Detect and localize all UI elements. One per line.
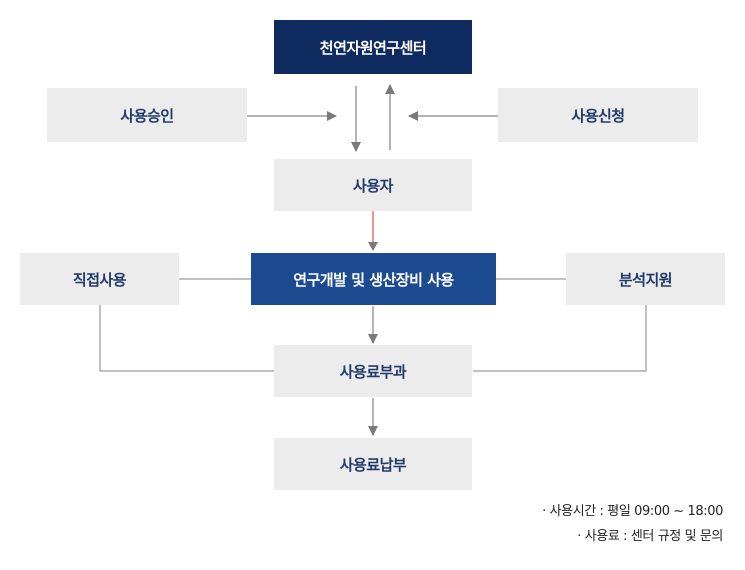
note-usage-fee: · 사용료 : 센터 규정 및 문의	[577, 529, 723, 544]
node-direct: 직접사용	[20, 253, 179, 305]
node-user: 사용자	[274, 159, 472, 211]
node-analysis: 분석지원	[566, 253, 725, 305]
node-charge: 사용료부과	[274, 345, 472, 397]
node-center: 천연자원연구센터	[274, 20, 472, 74]
node-payment: 사용료납부	[274, 438, 472, 490]
node-research: 연구개발 및 생산장비 사용	[251, 253, 496, 305]
node-apply: 사용신청	[498, 88, 698, 142]
node-approve: 사용승인	[47, 88, 247, 142]
note-usage-hours: · 사용시간 : 평일 09:00 ~ 18:00	[542, 504, 723, 519]
line-direct-to-charge	[99, 305, 274, 372]
line-analysis-to-charge	[473, 305, 647, 372]
arrow-user-to-research-head	[368, 242, 378, 251]
